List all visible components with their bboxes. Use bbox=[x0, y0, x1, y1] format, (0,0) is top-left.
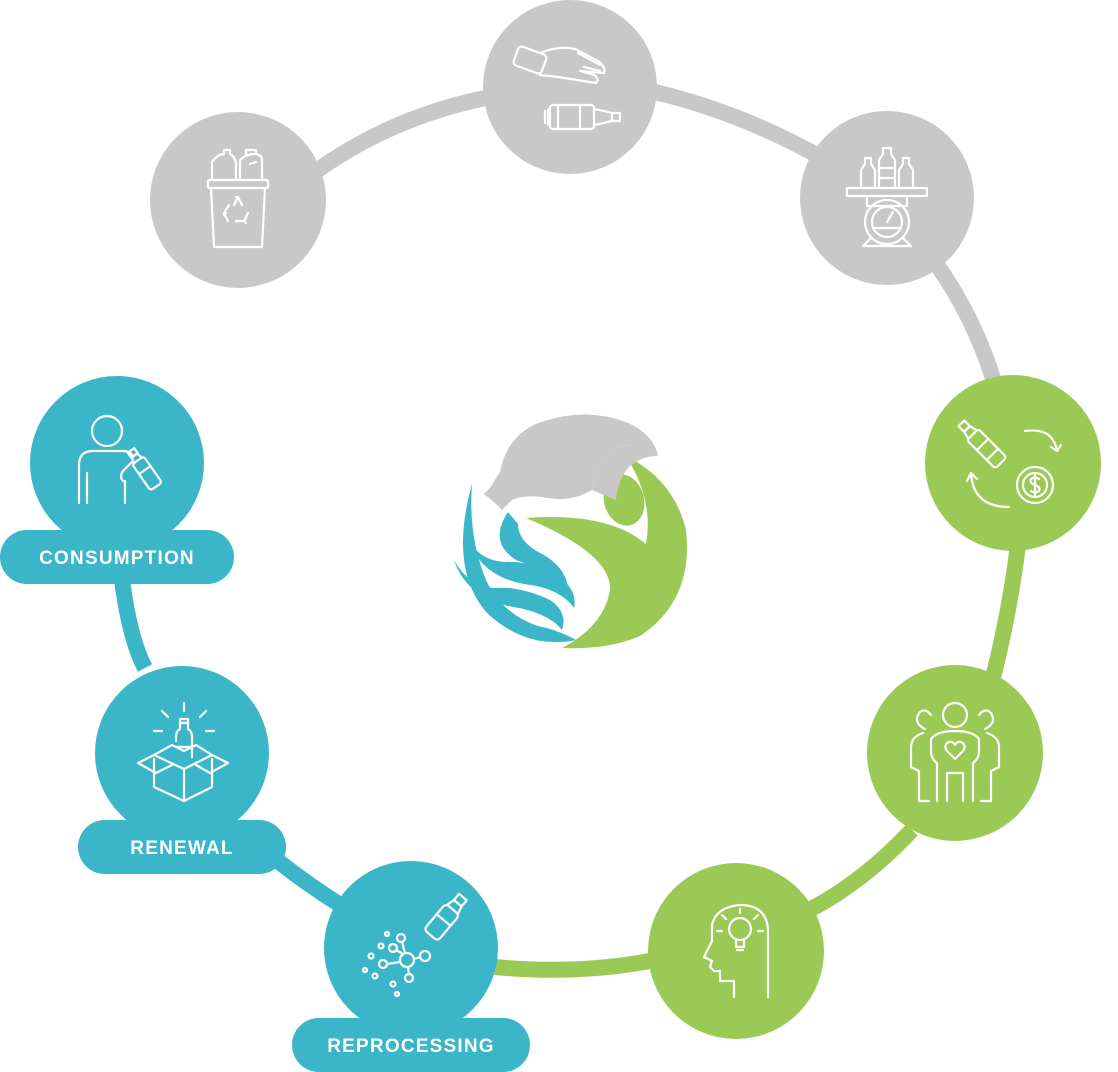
bottle-molecules-icon bbox=[361, 892, 468, 998]
stage-circle-refund[interactable] bbox=[925, 375, 1101, 551]
stage-label-reprocessing: REPROCESSING bbox=[327, 1036, 495, 1057]
label-pill-bg bbox=[292, 1018, 530, 1072]
stage-circle-awareness[interactable] bbox=[648, 863, 824, 1039]
stage-circle-community[interactable] bbox=[867, 665, 1043, 841]
stage-label-renewal: RENEWAL bbox=[130, 838, 233, 859]
person-drinking-icon bbox=[77, 414, 162, 505]
people-heart-icon bbox=[909, 701, 1001, 803]
connector-green bbox=[985, 544, 1026, 680]
hand-giving-bottle-icon bbox=[512, 45, 622, 131]
label-renewal[interactable]: RENEWAL bbox=[78, 820, 286, 874]
bottle-to-money-icon bbox=[957, 419, 1063, 509]
label-pill-bg bbox=[0, 530, 234, 584]
label-consumption[interactable]: CONSUMPTION bbox=[0, 530, 234, 584]
bottle-person-circle-logo bbox=[454, 414, 688, 649]
connector-arcs bbox=[114, 84, 1026, 978]
connector-grey bbox=[310, 90, 487, 179]
head-lightbulb-icon bbox=[702, 903, 770, 999]
stage-circle-weighing[interactable] bbox=[800, 111, 974, 285]
stage-circle-consumption[interactable] bbox=[30, 376, 204, 550]
stage-circle-renewal[interactable] bbox=[95, 666, 269, 840]
connector-grey bbox=[653, 84, 826, 165]
connector-grey bbox=[928, 257, 1003, 388]
stage-label-consumption: CONSUMPTION bbox=[39, 548, 195, 569]
label-reprocessing[interactable]: REPROCESSING bbox=[292, 1018, 530, 1072]
stage-circle-reprocessing[interactable] bbox=[324, 861, 498, 1035]
stage-circle-hand-over[interactable] bbox=[483, 0, 657, 174]
label-pill-bg bbox=[78, 820, 286, 874]
connector-teal bbox=[114, 578, 153, 672]
connector-green bbox=[494, 952, 657, 978]
connector-green bbox=[801, 824, 918, 920]
box-with-bottle-icon bbox=[136, 701, 230, 803]
stage-circles bbox=[30, 0, 1101, 1039]
recycling-bin-icon bbox=[206, 148, 270, 249]
scale-with-bottles-icon bbox=[845, 146, 929, 248]
